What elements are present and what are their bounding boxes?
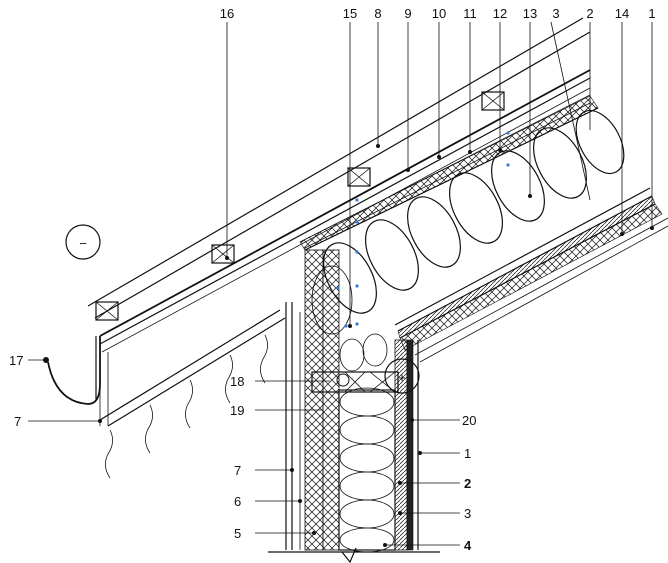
wall-insulation <box>339 387 395 553</box>
exterior-minus-symbol: − <box>65 224 101 260</box>
callout-10: 10 <box>432 6 446 21</box>
gutter <box>43 336 101 405</box>
wall-assembly <box>268 249 440 563</box>
callout-6: 6 <box>234 494 241 509</box>
callout-12: 12 <box>493 6 507 21</box>
callout-9: 9 <box>404 6 411 21</box>
callout-14: 14 <box>615 6 629 21</box>
callout-3-top: 3 <box>552 6 559 21</box>
callout-16: 16 <box>220 6 234 21</box>
svg-text:+: + <box>398 370 406 385</box>
leader-lines <box>28 21 653 546</box>
leader-dots <box>98 144 654 547</box>
callout-13: 13 <box>523 6 537 21</box>
callout-17: 17 <box>9 353 23 368</box>
vapor-markers <box>336 131 510 328</box>
callout-5: 5 <box>234 526 241 541</box>
callout-2-right: 2 <box>464 476 471 491</box>
callout-7-left: 7 <box>14 414 21 429</box>
callout-1-right: 1 <box>464 446 471 461</box>
callout-8: 8 <box>374 6 381 21</box>
callout-15: 15 <box>343 6 357 21</box>
callout-labels: 16 15 8 9 10 11 12 13 3 2 14 1 17 7 18 1… <box>9 6 656 553</box>
svg-text:−: − <box>79 236 87 251</box>
roof-battens <box>95 91 505 321</box>
callout-11: 11 <box>463 6 477 21</box>
callout-19: 19 <box>230 403 244 418</box>
callout-7-wall: 7 <box>234 463 241 478</box>
interior-plus-symbol: + <box>384 358 420 394</box>
callout-1-top: 1 <box>648 6 655 21</box>
callout-4-right: 4 <box>464 538 472 553</box>
roof-assembly <box>87 17 668 479</box>
callout-2-top: 2 <box>586 6 593 21</box>
callout-20: 20 <box>462 413 476 428</box>
callout-18: 18 <box>230 374 244 389</box>
callout-3-right: 3 <box>464 506 471 521</box>
